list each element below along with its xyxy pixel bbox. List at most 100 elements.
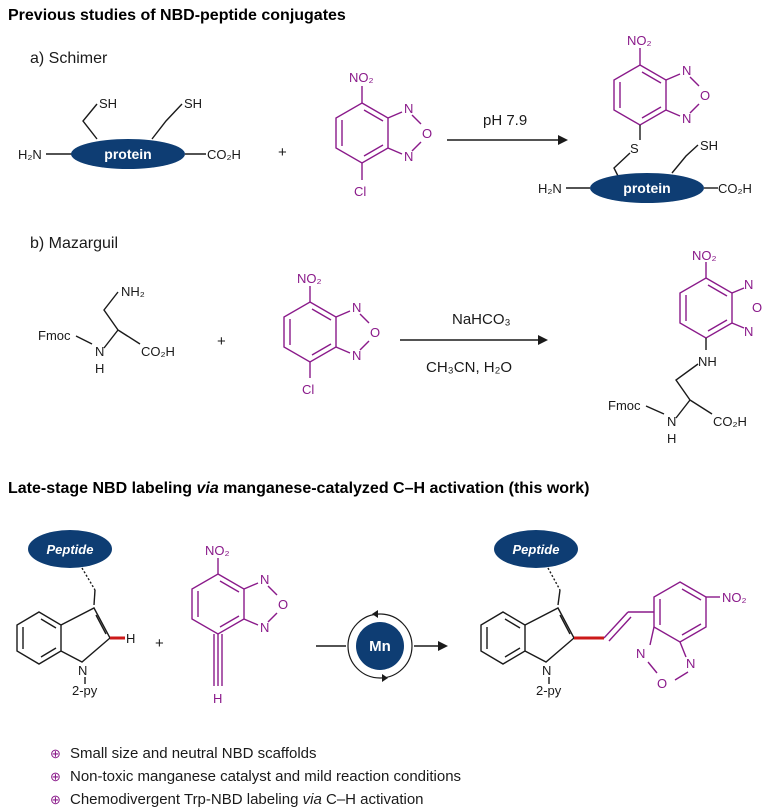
catalyst-label: Mn [369,638,391,655]
benzene-ring [191,573,245,635]
product-b: N O N NO₂ NH CO₂H N H Fmoc [608,248,762,446]
reagent-label: NaHCO₃ [452,311,511,328]
benzene-ring [335,102,389,164]
scheme-a-label: a) Schimer [30,50,108,67]
sh-label: SH [700,138,718,153]
plus-sign-a: + [278,144,287,161]
indole-n-label: N [78,663,87,678]
co2h-label: CO₂H [713,414,747,429]
reaction-arrow-a: pH 7.9 [447,112,568,145]
co2h-label: CO₂H [207,147,241,162]
bullet-icon: ⊕ [50,792,61,807]
arrowhead [558,135,568,145]
peptide-ellipse [28,530,112,568]
nh-label: NH [698,354,717,369]
oxadiazole-o: O [278,597,288,612]
cys-side-chain-2 [151,103,183,140]
oxadiazole-n1: N [404,101,413,116]
oxadiazole-n2: N [744,324,753,339]
cl-label: Cl [354,184,366,199]
no2-label: NO₂ [205,543,230,558]
alkene-bond [603,611,629,639]
no2-label: NO₂ [297,271,322,286]
oxadiazole-n1: N [636,646,645,661]
nh-n-label: N [95,344,104,359]
bullet-item-2: Non-toxic manganese catalyst and mild re… [70,768,461,785]
peptide-label: Peptide [513,542,560,557]
cycle-ring [347,613,413,679]
nh-h-label: H [667,431,676,446]
nbd-cl-reactant-a: N O N NO₂ Cl [335,70,432,199]
fmoc-dap-reactant: NH₂ CO₂H N H Fmoc [38,284,175,376]
oxadiazole-n2: N [682,111,691,126]
two-py-label: 2-py [536,683,562,698]
oxadiazole-o: O [370,325,380,340]
oxadiazole-n2: N [352,348,361,363]
bullet-icon: ⊕ [50,769,61,784]
plus-sign-c: + [155,635,164,652]
oxadiazole-n1: N [352,300,361,315]
bullet-item-3: Chemodivergent Trp-NBD labeling via C–H … [70,791,424,808]
benzene-ring [679,277,733,339]
two-py-label: 2-py [72,683,98,698]
nh-n-label: N [667,414,676,429]
co2h-label: CO₂H [718,181,752,196]
feature-bullets: ⊕ Small size and neutral NBD scaffolds ⊕… [50,745,461,808]
product-c: Peptide NO₂ N N O N [480,530,747,698]
protein-ellipse [71,139,185,169]
benzene-ring [653,581,707,643]
bullet-item-1: Small size and neutral NBD scaffolds [70,745,317,762]
oxadiazole-o: O [700,88,710,103]
alkyne-h-label: H [213,691,222,706]
arrowhead [438,641,448,651]
h-label: H [126,631,135,646]
nh2-label: NH₂ [121,284,145,299]
peptide-ellipse [494,530,578,568]
protein-ellipse [590,173,704,203]
benzene-ring [613,64,667,126]
cl-label: Cl [302,382,314,397]
no2-label: NO₂ [627,33,652,48]
h2n-label: H₂N [538,181,562,196]
condition-label: pH 7.9 [483,112,527,129]
no2-label: NO₂ [349,70,374,85]
protein-reactant: H₂N protein CO₂H SH SH [18,96,241,169]
plus-sign-b: + [217,333,226,350]
nbd-alkyne-reactant: N O N NO₂ H [191,543,288,706]
nh-h-label: H [95,361,104,376]
trp-peptide-reactant: Peptide H N 2-py [16,530,135,698]
no2-label: NO₂ [722,590,747,605]
oxadiazole-n2: N [260,620,269,635]
oxadiazole-o: O [752,300,762,315]
nbd-cl-reactant-b: N O N NO₂ Cl [283,271,380,397]
heading-previous-studies: Previous studies of NBD-peptide conjugat… [8,7,346,24]
product-a: N O N NO₂ S H₂N protein CO₂H SH [538,33,752,203]
co2h-label: CO₂H [141,344,175,359]
indole-pyrrole [60,607,111,663]
oxadiazole-n1: N [260,572,269,587]
sh-label-2: SH [184,96,202,111]
catalytic-cycle-arrow: Mn [316,610,448,682]
oxadiazole-n2: N [686,656,695,671]
bullet-icon: ⊕ [50,746,61,761]
cys-side-chain-1 [82,103,98,140]
oxadiazole-o: O [422,126,432,141]
no2-label: NO₂ [692,248,717,263]
scheme-b-label: b) Mazarguil [30,235,118,252]
reaction-arrow-b: NaHCO₃ CH₃CN, H₂O [400,311,548,376]
scheme-b-mazarguil: b) Mazarguil NH₂ CO₂H N H Fmoc + N O [30,235,762,446]
scheme-a-schimer: a) Schimer H₂N protein CO₂H SH SH + N [18,33,752,203]
oxadiazole-n2: N [404,149,413,164]
arrowhead [538,335,548,345]
heading-late-stage: Late-stage NBD labeling via manganese-ca… [8,480,590,497]
fmoc-label: Fmoc [608,398,641,413]
protein-label: protein [104,146,151,162]
solvent-label: CH₃CN, H₂O [426,359,512,376]
mn-catalyst-badge [356,622,404,670]
oxadiazole-o: O [657,676,667,691]
indole-n-label: N [542,663,551,678]
indole-pyrrole [524,607,575,663]
oxadiazole-n1: N [682,63,691,78]
fmoc-label: Fmoc [38,328,71,343]
